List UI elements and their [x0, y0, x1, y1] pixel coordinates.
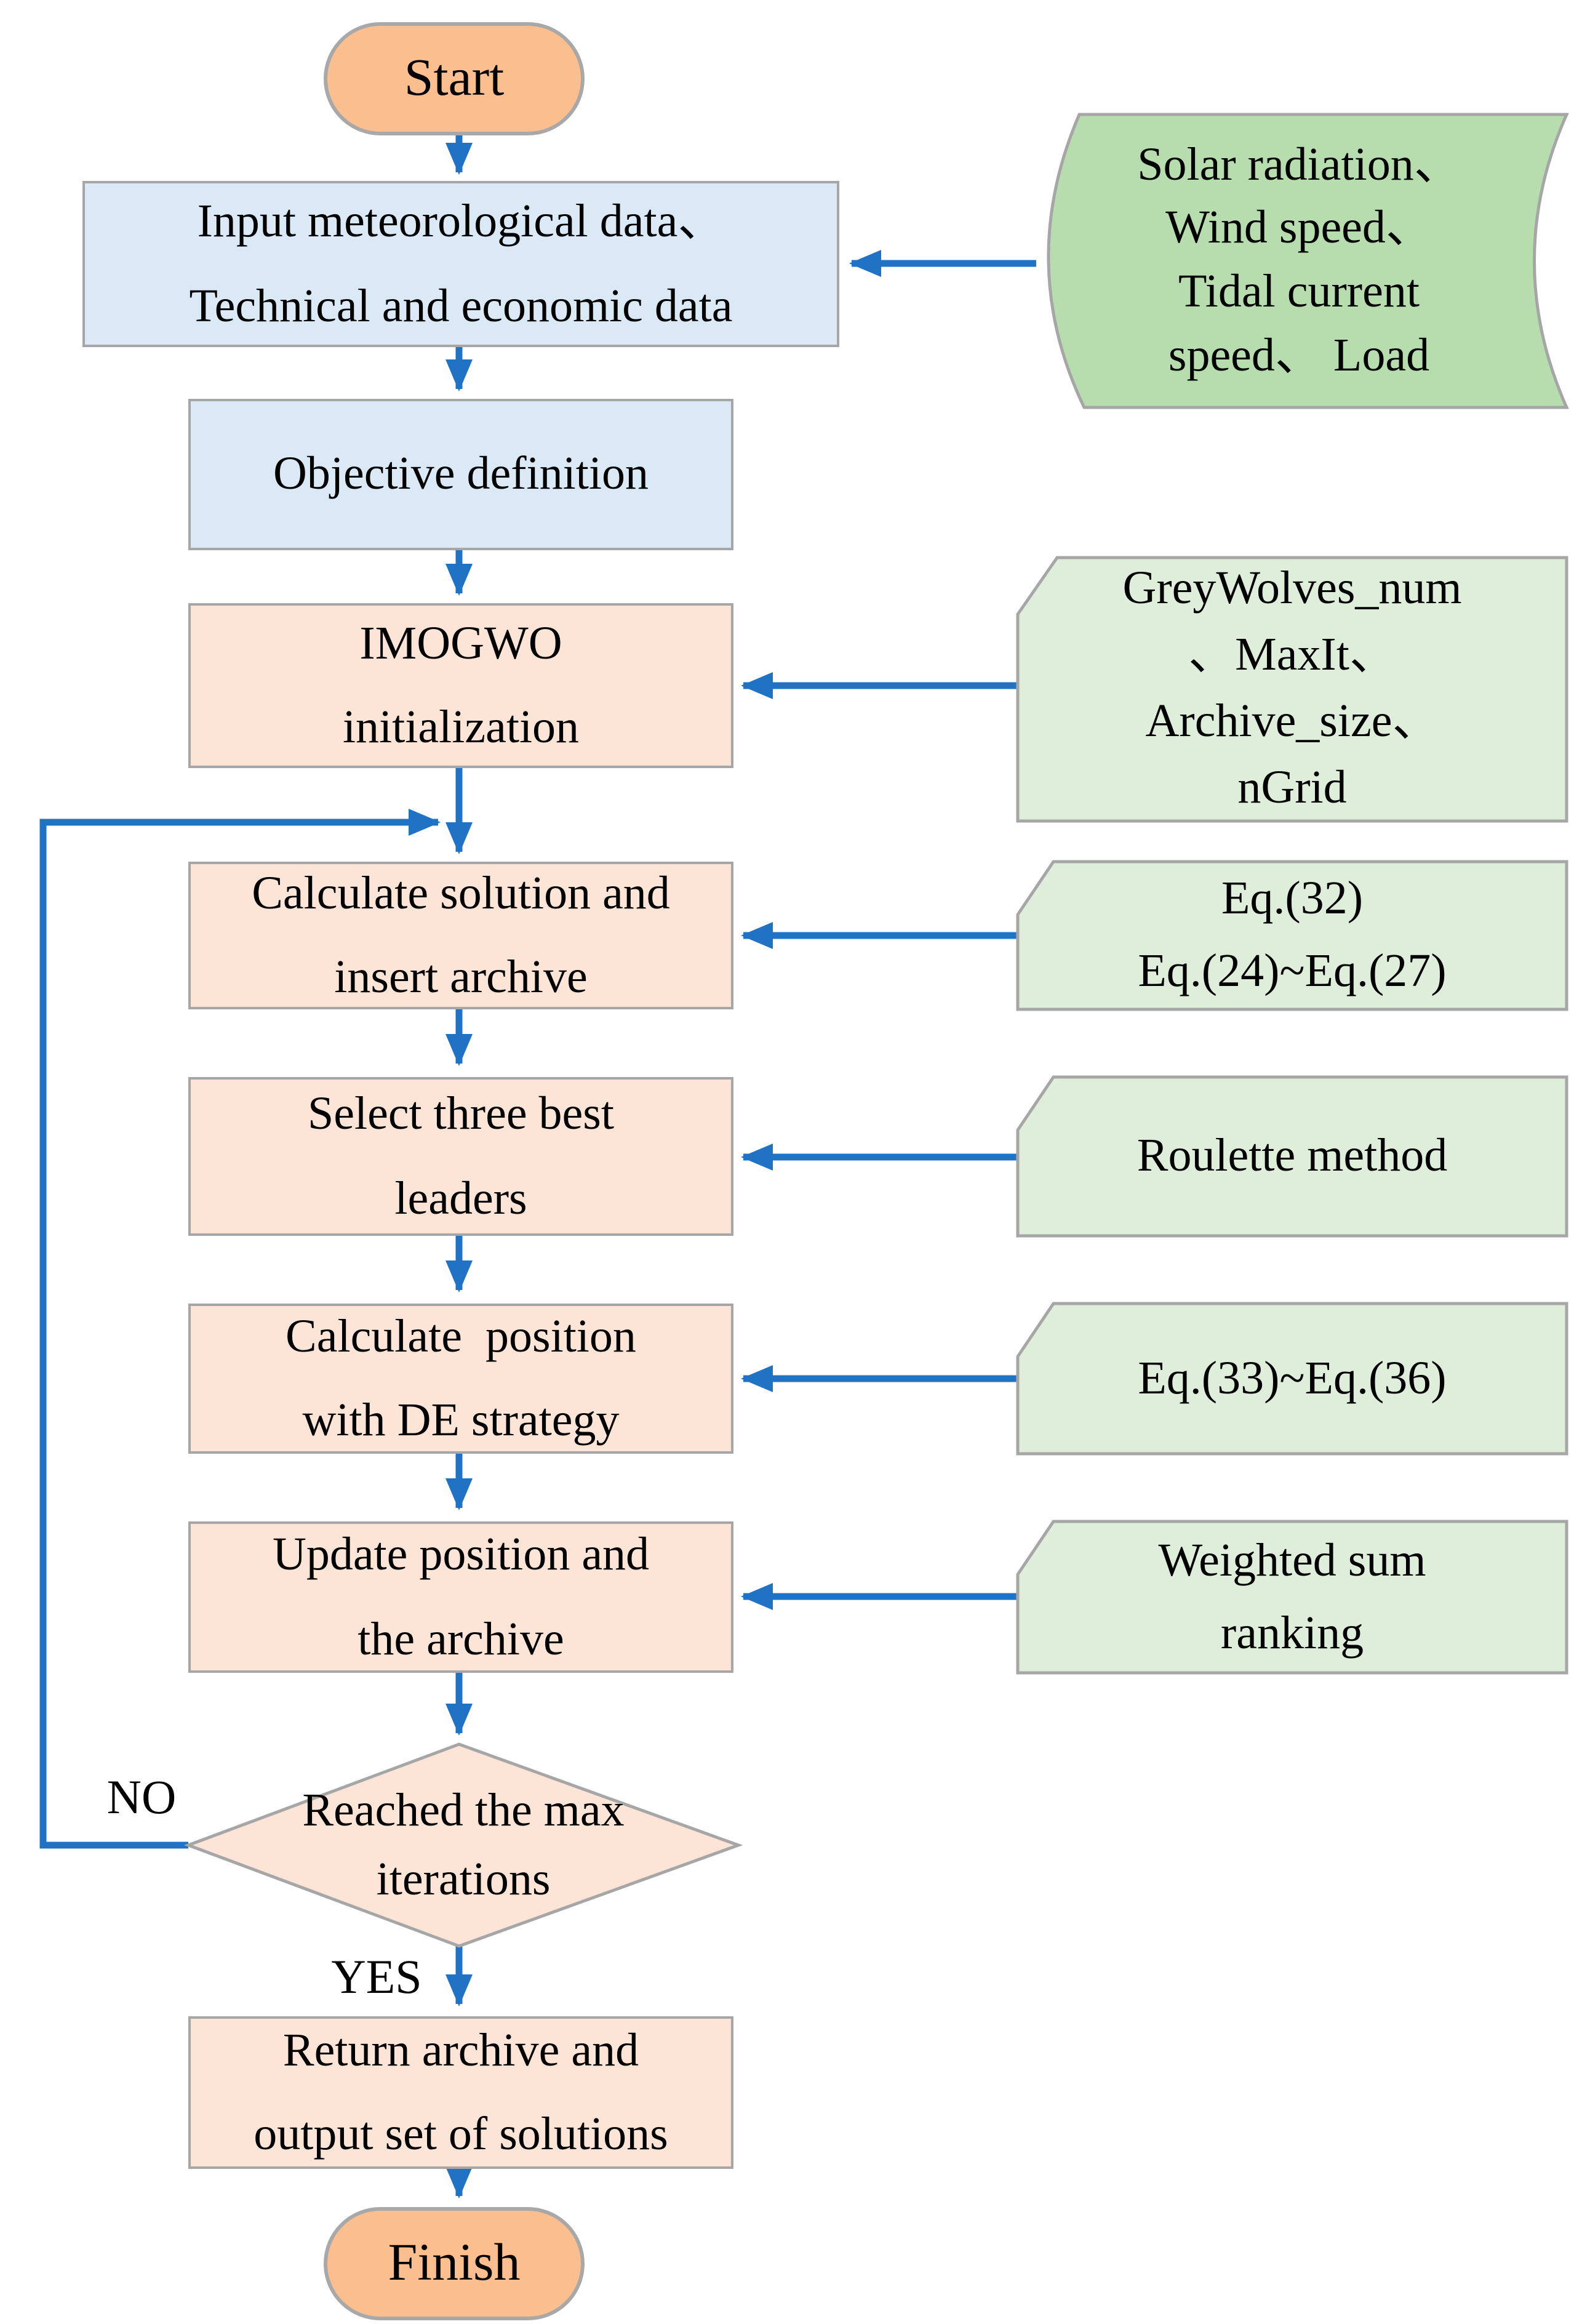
annotation-meteo-line2: Wind speed、 [1165, 202, 1432, 254]
annotation-params-line4: nGrid [1237, 761, 1347, 814]
node-update-line2: the archive [358, 1613, 564, 1665]
annotation-params-line3: Archive_size、 [1145, 695, 1439, 747]
node-select-line2: leaders [394, 1172, 527, 1224]
node-decision-line1: Reached the max [302, 1784, 625, 1837]
node-finish-label: Finish [388, 2234, 521, 2292]
node-return-line1: Return archive and [282, 2024, 639, 2077]
node-imogwo-initialization: IMOGWO initialization [188, 603, 733, 768]
annotation-eqde-label: Eq.(33)~Eq.(36) [1138, 1352, 1447, 1404]
annotation-init-params: GreyWolves_num 、MaxIt、 Archive_size、 nGr… [1018, 558, 1567, 821]
node-update-position: Update position and the archive [188, 1521, 733, 1673]
connector-group [39, 135, 1036, 2198]
node-decision: Reached the max iterations [188, 1744, 738, 1946]
card-shape-roulette [1016, 1075, 1568, 1238]
node-input-line2: Technical and economic data [189, 280, 733, 332]
node-start: Start [324, 22, 585, 135]
annotation-eq-archive: Eq.(32) Eq.(24)~Eq.(27) [1018, 862, 1567, 1009]
annotation-roulette-label: Roulette method [1137, 1130, 1448, 1182]
decision-diamond-shape [183, 1742, 743, 1948]
annotation-meteo-line1: Solar radiation、 [1137, 138, 1461, 191]
annotation-weighted: Weighted sum ranking [1018, 1521, 1567, 1673]
annotation-meteo-line4: speed、 Load [1168, 329, 1430, 382]
node-decision-line2: iterations [376, 1854, 551, 1905]
stored-data-shape-meteo [1047, 113, 1569, 409]
node-select-line1: Select three best [307, 1088, 614, 1140]
node-imogwo-line2: initialization [342, 702, 580, 753]
node-select-leaders: Select three best leaders [188, 1077, 733, 1236]
node-start-label: Start [404, 49, 505, 107]
edge-label-yes: YES [331, 1951, 422, 2004]
annotation-params-line1: GreyWolves_num [1122, 563, 1462, 615]
node-return-line2: output set of solutions [254, 2109, 668, 2160]
node-finish: Finish [324, 2207, 585, 2320]
node-imogwo-line1: IMOGWO [359, 617, 562, 670]
node-objective-definition: Objective definition [188, 399, 733, 550]
node-calcposition-line1: Calculate position [286, 1310, 636, 1363]
node-calcsolution-line1: Calculate solution and [252, 867, 670, 920]
annotation-eqarchive-line2: Eq.(24)~Eq.(27) [1138, 945, 1447, 997]
card-shape-weighted [1016, 1520, 1568, 1675]
annotation-params-line2: 、MaxIt、 [1188, 629, 1396, 681]
annotation-eq-de: Eq.(33)~Eq.(36) [1018, 1304, 1567, 1454]
node-input-data: Input meteorological data、 Technical and… [82, 181, 839, 347]
node-input-line1: Input meteorological data、 [197, 196, 725, 248]
card-shape-eq-archive [1016, 860, 1568, 1011]
annotation-weighted-line2: ranking [1220, 1607, 1364, 1659]
node-calcposition-line2: with DE strategy [302, 1395, 620, 1446]
edge-loop-no [39, 809, 441, 1849]
annotation-meteo-line3: Tidal current [1178, 266, 1420, 318]
node-calculate-position: Calculate position with DE strategy [188, 1304, 733, 1454]
annotation-eqarchive-line1: Eq.(32) [1221, 873, 1364, 925]
node-calculate-solution: Calculate solution and insert archive [188, 862, 733, 1009]
card-shape-eq-de [1016, 1302, 1568, 1456]
annotation-weighted-line1: Weighted sum [1158, 1534, 1426, 1587]
card-shape-init-params [1016, 556, 1568, 823]
annotation-meteo-data: Solar radiation、 Wind speed、 Tidal curre… [1031, 114, 1567, 407]
node-calcsolution-line2: insert archive [334, 952, 588, 1003]
node-return-output: Return archive and output set of solutio… [188, 2016, 733, 2169]
edge-label-no: NO [106, 1771, 177, 1824]
annotation-roulette: Roulette method [1018, 1077, 1567, 1236]
node-update-line1: Update position and [272, 1529, 650, 1581]
node-objective-label: Objective definition [273, 448, 649, 500]
